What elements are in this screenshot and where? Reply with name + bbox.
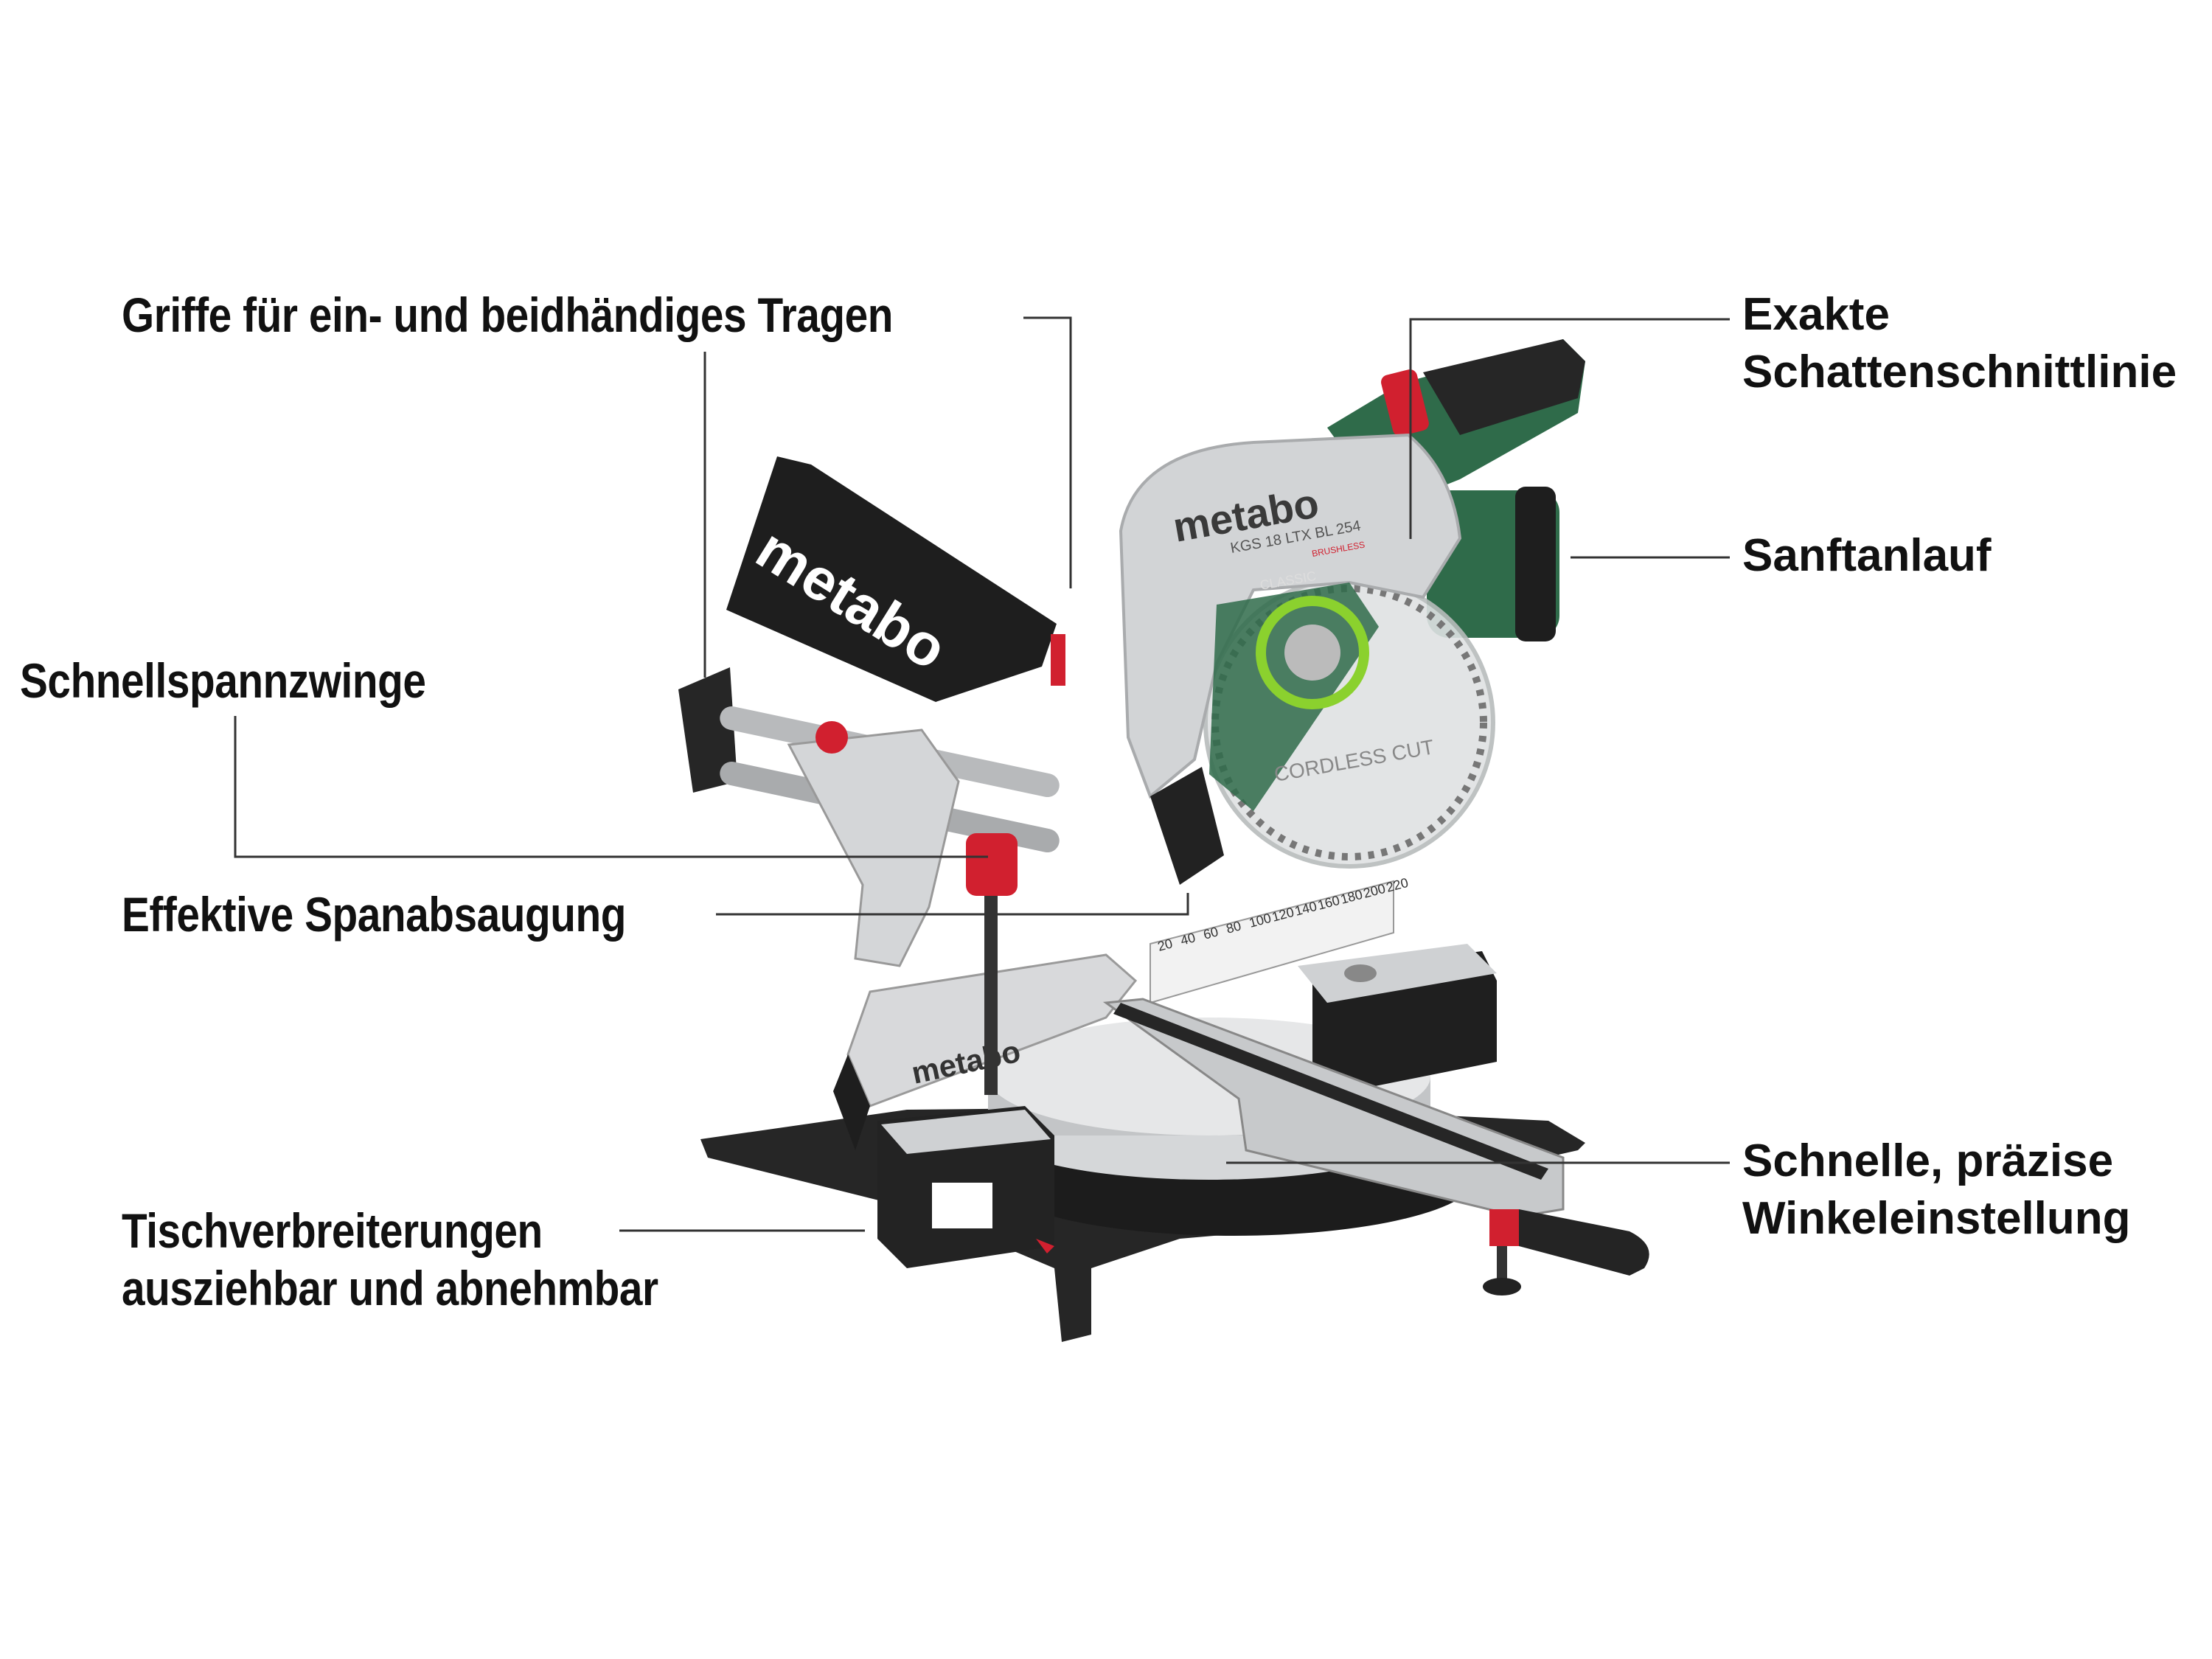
callout-griffe: Griffe für ein- und beidhändiges Tragen [122, 288, 893, 342]
callout-schatten: Exakte Schattenschnittlinie [1742, 286, 2177, 401]
leader-schnellspannzwinge [234, 716, 988, 858]
callout-tisch-line2: ausziehbar und abnehmbar [122, 1261, 658, 1315]
callout-spanabsaugung: Effektive Spanabsaugung [122, 887, 626, 942]
callout-schatten-line2: Schattenschnittlinie [1742, 347, 2177, 397]
callout-tisch: Tischverbreiterungen ausziehbar und abne… [122, 1202, 658, 1317]
quick-clamp-knob [966, 833, 1018, 896]
callout-winkel-line2: Winkeleinstellung [1742, 1193, 2131, 1244]
callout-winkel-line1: Schnelle, präzise [1742, 1135, 2114, 1186]
callout-schnellspannzwinge: Schnellspannzwinge [20, 653, 426, 708]
blade-guard: metabo KGS 18 LTX BL 254 BRUSHLESS CLASS… [1119, 433, 1495, 885]
slide-rails [678, 667, 1060, 1095]
callout-tisch-line1: Tischverbreiterungen [122, 1203, 543, 1258]
dust-bag: metabo [726, 456, 1065, 702]
leader-lines [234, 316, 1730, 1232]
callout-sanftanlauf: Sanftanlauf [1742, 530, 1992, 581]
leader-schatten [1409, 318, 1730, 539]
leader-spanabsaugung [716, 893, 1189, 916]
callout-winkel: Schnelle, präzise Winkeleinstellung [1742, 1133, 2131, 1248]
left-extension [877, 1106, 1054, 1268]
motor-housing [1427, 487, 1559, 641]
leader-griffe-a [1023, 316, 1072, 588]
right-table [1298, 944, 1497, 1091]
ruler-number: 220 [1385, 875, 1410, 895]
callout-schatten-line1: Exakte [1742, 289, 1890, 340]
